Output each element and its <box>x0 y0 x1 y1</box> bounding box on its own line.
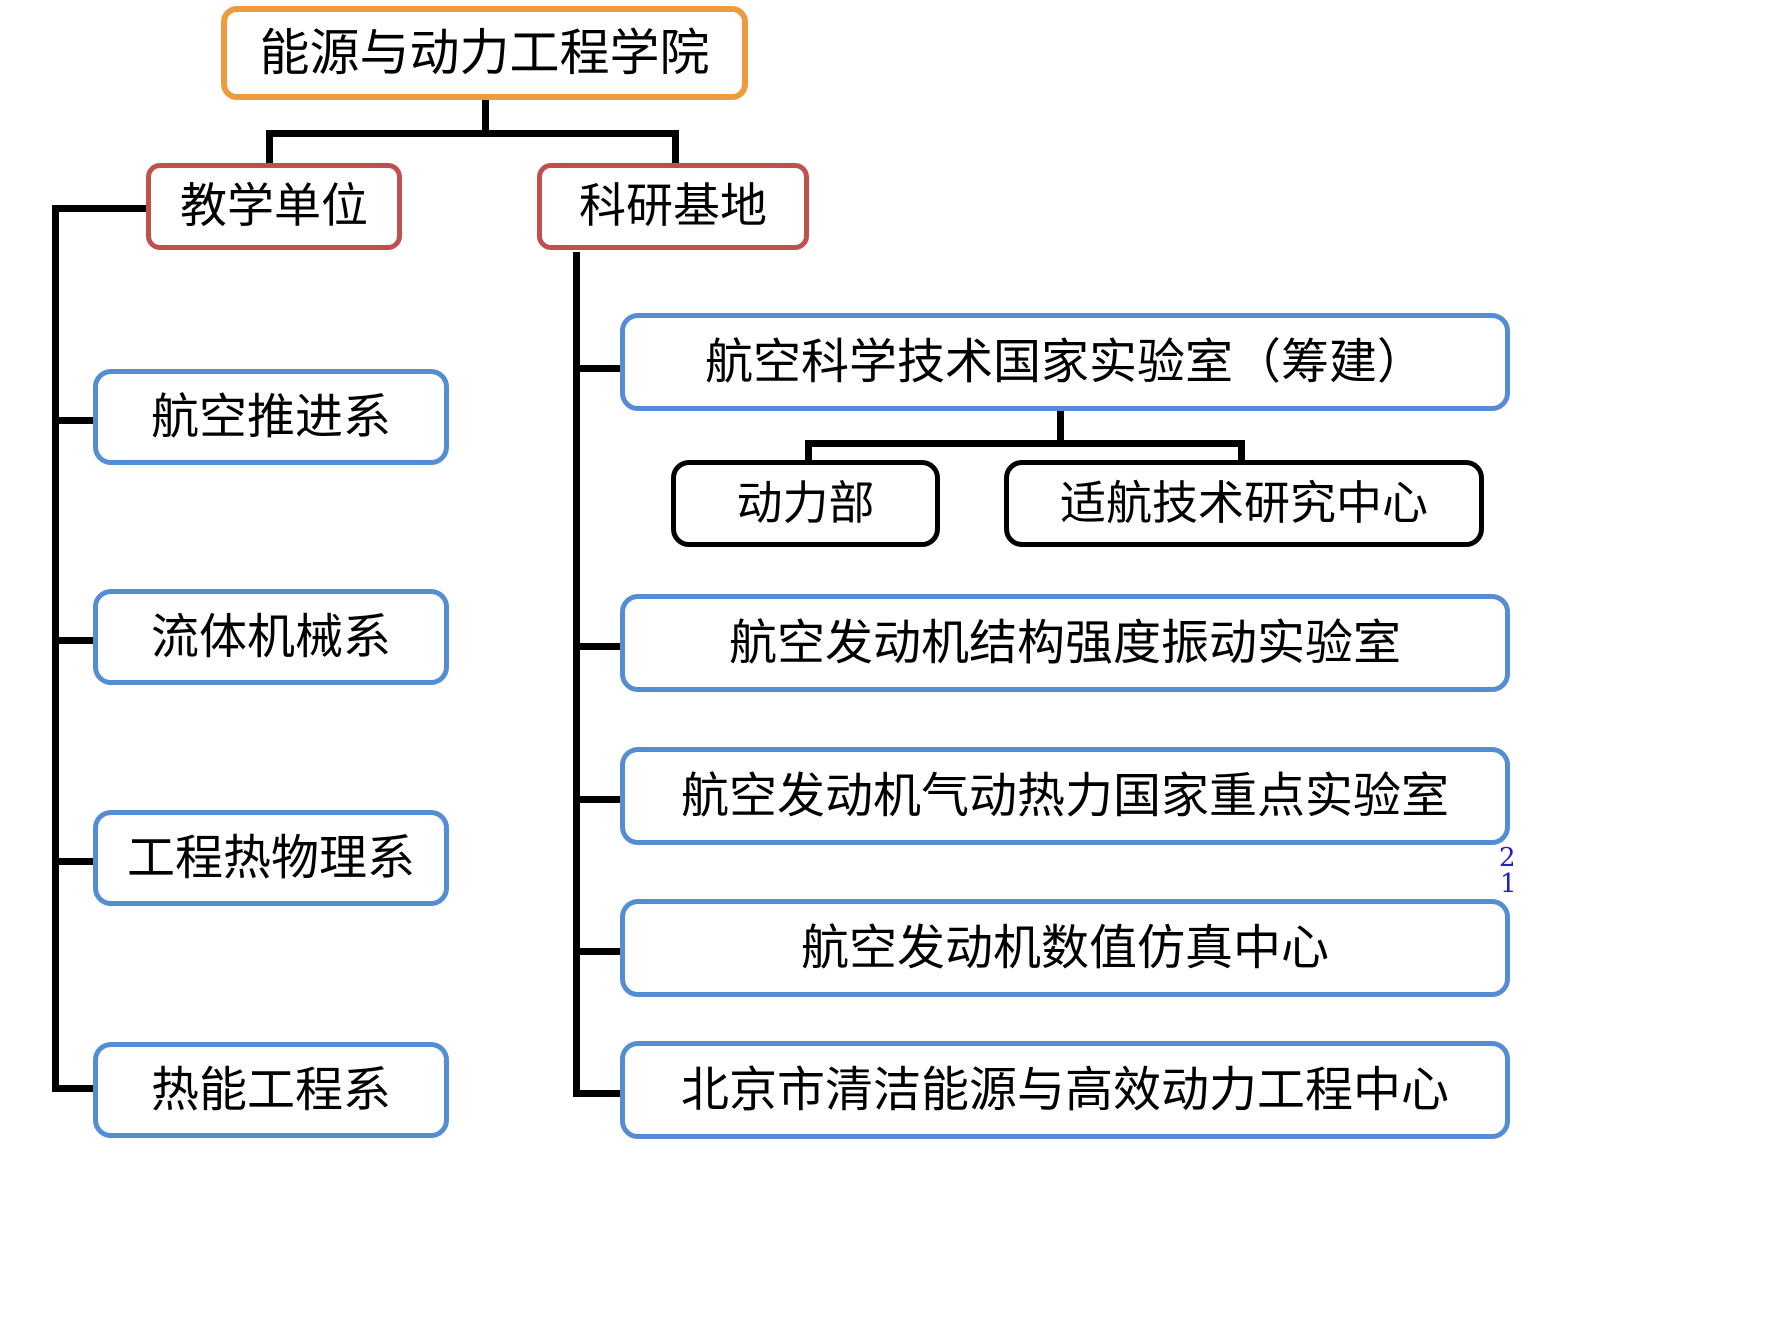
node-research-base-label: 科研基地 <box>579 178 767 234</box>
connector-to-teaching-unit <box>266 130 273 166</box>
node-fluid-machinery-dept-label: 流体机械系 <box>150 608 391 665</box>
node-aviation-science-national-lab-label: 航空科学技术国家实验室（筹建） <box>704 333 1425 390</box>
node-research-base[interactable]: 科研基地 <box>537 163 809 250</box>
connector-teaching-branch-4 <box>52 1085 96 1092</box>
connector-research-branch-4 <box>573 948 623 955</box>
node-engine-aerothermodynamics-key-lab[interactable]: 航空发动机气动热力国家重点实验室 <box>620 747 1510 845</box>
node-power-department-label: 动力部 <box>736 476 875 531</box>
node-engine-aerothermodynamics-key-lab-label: 航空发动机气动热力国家重点实验室 <box>680 767 1449 824</box>
node-beijing-clean-energy-center-label: 北京市清洁能源与高效动力工程中心 <box>680 1061 1449 1118</box>
node-teaching-unit[interactable]: 教学单位 <box>146 163 402 250</box>
node-airworthiness-research-center-label: 适航技术研究中心 <box>1060 476 1428 531</box>
connector-research-branch-5 <box>573 1090 623 1097</box>
node-engineering-thermophysics-dept[interactable]: 工程热物理系 <box>93 810 449 906</box>
node-thermal-energy-engineering-dept[interactable]: 热能工程系 <box>93 1042 449 1138</box>
node-fluid-machinery-dept[interactable]: 流体机械系 <box>93 589 449 685</box>
node-engine-numerical-simulation-center[interactable]: 航空发动机数值仿真中心 <box>620 899 1510 997</box>
connector-root-stem <box>482 97 489 133</box>
node-aerospace-propulsion-dept-label: 航空推进系 <box>150 388 391 445</box>
connector-research-spine <box>573 252 580 1094</box>
node-engine-structure-strength-vibration-lab-label: 航空发动机结构强度振动实验室 <box>728 614 1401 671</box>
node-engine-numerical-simulation-center-label: 航空发动机数值仿真中心 <box>800 919 1329 976</box>
connector-natlab-bus <box>805 440 1245 447</box>
connector-teaching-branch-3 <box>52 858 96 865</box>
annotation-mark-1: 1 <box>1500 869 1517 899</box>
node-teaching-unit-label: 教学单位 <box>180 178 368 234</box>
connector-teaching-elbow <box>52 205 150 212</box>
node-aerospace-propulsion-dept[interactable]: 航空推进系 <box>93 369 449 465</box>
node-airworthiness-research-center[interactable]: 适航技术研究中心 <box>1004 460 1484 547</box>
connector-research-branch-1 <box>573 365 623 372</box>
node-thermal-energy-engineering-dept-label: 热能工程系 <box>150 1061 391 1118</box>
node-power-department[interactable]: 动力部 <box>671 460 940 547</box>
connector-to-power-dept <box>805 440 812 464</box>
node-aviation-science-national-lab[interactable]: 航空科学技术国家实验室（筹建） <box>620 313 1510 411</box>
node-beijing-clean-energy-center[interactable]: 北京市清洁能源与高效动力工程中心 <box>620 1041 1510 1139</box>
connector-to-airworthiness-center <box>1238 440 1245 464</box>
connector-natlab-stem <box>1057 410 1064 443</box>
connector-teaching-spine <box>52 205 59 1091</box>
node-engine-structure-strength-vibration-lab[interactable]: 航空发动机结构强度振动实验室 <box>620 594 1510 692</box>
annotation-mark-2: 2 <box>1499 843 1516 873</box>
connector-research-branch-3 <box>573 796 623 803</box>
connector-to-research-base <box>672 130 679 166</box>
connector-root-bus <box>266 130 679 137</box>
node-engineering-thermophysics-dept-label: 工程热物理系 <box>126 829 415 886</box>
node-root-school-label: 能源与动力工程学院 <box>259 23 710 82</box>
connector-teaching-branch-2 <box>52 637 96 644</box>
connector-research-branch-2 <box>573 643 623 650</box>
connector-teaching-branch-1 <box>52 417 96 424</box>
node-root-school[interactable]: 能源与动力工程学院 <box>221 6 748 100</box>
